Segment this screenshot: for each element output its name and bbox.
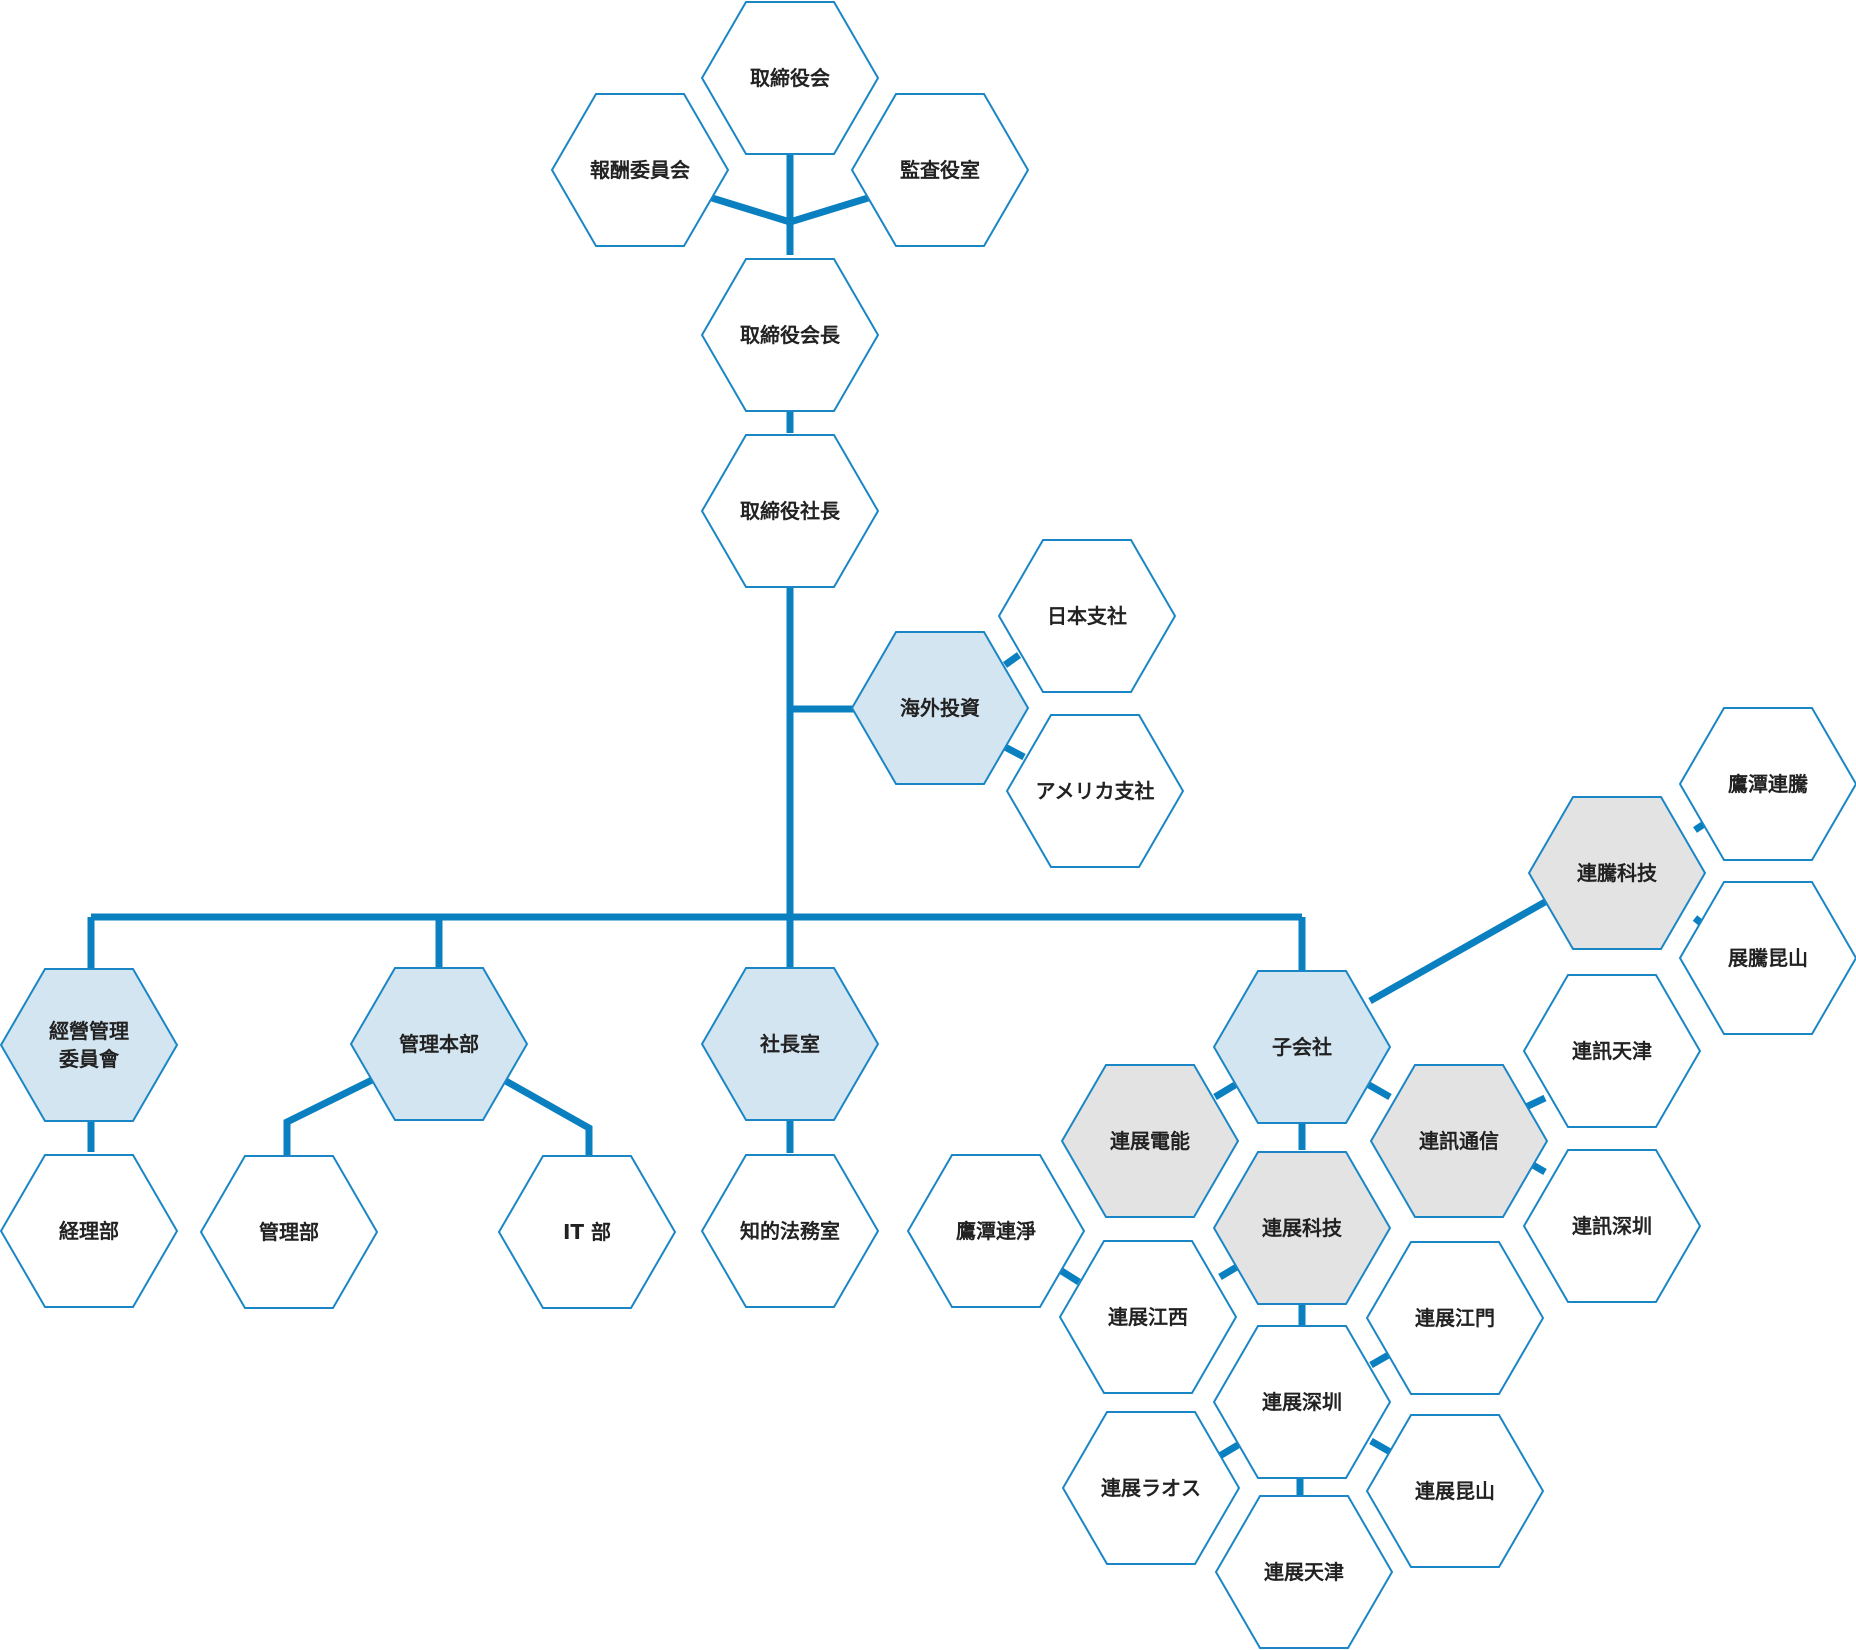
label-lianzhan-jiangxi: 連展江西: [1108, 1305, 1188, 1329]
label-lianzhan-laos: 連展ラオス: [1101, 1476, 1201, 1500]
lianzhan-power-connector: [1213, 1081, 1237, 1101]
america-connector: [1003, 743, 1026, 761]
node-admin-hq: 管理本部: [350, 967, 528, 1121]
node-lianxun-tianjin: 連訊天津: [1523, 974, 1701, 1128]
label-japan: 日本支社: [1047, 604, 1127, 628]
node-president-office: 社長室: [701, 967, 879, 1121]
admin-connector: [283, 1076, 374, 1156]
label-lianzhan-power: 連展電能: [1110, 1129, 1190, 1153]
label-america: アメリカ支社: [1036, 779, 1155, 803]
node-lianteng: 連騰科技: [1528, 796, 1706, 950]
node-lianzhan-kunshan: 連展昆山: [1366, 1414, 1544, 1568]
node-yingtan-lianteng: 鷹潭連騰: [1679, 707, 1856, 861]
node-lianzhan-tianjin: 連展天津: [1215, 1495, 1393, 1649]
node-zhanteng-kunshan: 展騰昆山: [1679, 881, 1856, 1035]
label-admin-hq: 管理本部: [399, 1032, 479, 1056]
lianteng-connector: [1368, 898, 1547, 1005]
label-lianzhan-tech: 連展科技: [1262, 1216, 1343, 1240]
node-president: 取締役社長: [701, 434, 879, 588]
label-mgmt-committee: 經營管理: [49, 1019, 129, 1043]
label-admin: 管理部: [259, 1220, 319, 1244]
label-president-office: 社長室: [759, 1032, 820, 1056]
japan-connector: [1002, 652, 1022, 668]
label-lianzhan-kunshan: 連展昆山: [1415, 1479, 1495, 1503]
node-lianzhan-laos: 連展ラオス: [1062, 1411, 1240, 1565]
it-connector: [502, 1076, 593, 1156]
compensation-connector: [710, 194, 792, 226]
lianxun-connector: [1367, 1081, 1392, 1101]
label-lianteng: 連騰科技: [1577, 861, 1658, 885]
label-it: IT 部: [563, 1220, 611, 1244]
label-president: 取締役社長: [740, 499, 841, 523]
label-yingtan-lianteng: 鷹潭連騰: [1728, 772, 1809, 796]
node-lianzhan-jiangmen: 連展江門: [1366, 1241, 1544, 1395]
label-lianxun-tianjin: 連訊天津: [1572, 1039, 1652, 1063]
lianzhan-laos-connector: [1216, 1441, 1240, 1461]
label-lianxun-shenzhen: 連訊深圳: [1572, 1214, 1652, 1238]
node-japan: 日本支社: [998, 539, 1176, 693]
label-compensation: 報酬委員会: [590, 158, 690, 182]
yingtan-lianjing-connector: [1058, 1267, 1081, 1285]
node-lianzhan-jiangxi: 連展江西: [1059, 1240, 1237, 1394]
node-chairman: 取締役会長: [701, 258, 879, 412]
connector-lines: [87, 150, 1710, 1496]
node-lianzhan-tech: 連展科技: [1213, 1151, 1391, 1305]
label-board: 取締役会: [750, 66, 830, 90]
node-accounting: 経理部: [0, 1154, 178, 1308]
node-lianzhan-shenzhen: 連展深圳: [1213, 1325, 1391, 1479]
node-audit: 監査役室: [851, 93, 1029, 247]
node-lianxun: 連訊通信: [1370, 1064, 1548, 1218]
hexagon-mgmt-committee: [0, 968, 178, 1122]
label-mgmt-committee-line2: 委員會: [58, 1047, 120, 1071]
lianzhan-kunshan-connector: [1369, 1437, 1394, 1457]
audit-connector: [788, 194, 870, 226]
label-accounting: 経理部: [59, 1219, 119, 1243]
node-board: 取締役会: [701, 1, 879, 155]
node-america: アメリカ支社: [1006, 714, 1184, 868]
label-ip-legal: 知的法務室: [740, 1219, 840, 1243]
node-overseas: 海外投資: [851, 631, 1029, 785]
node-compensation: 報酬委員会: [551, 93, 729, 247]
label-lianzhan-tianjin: 連展天津: [1264, 1560, 1344, 1584]
node-admin: 管理部: [200, 1155, 378, 1309]
node-lianzhan-power: 連展電能: [1061, 1064, 1239, 1218]
label-zhanteng-kunshan: 展騰昆山: [1728, 946, 1808, 970]
label-lianzhan-jiangmen: 連展江門: [1415, 1306, 1495, 1330]
node-it: IT 部: [498, 1155, 676, 1309]
node-subsidiaries: 子会社: [1213, 970, 1391, 1124]
node-yingtan-lianjing: 鷹潭連淨: [907, 1154, 1085, 1308]
node-lianxun-shenzhen: 連訊深圳: [1523, 1149, 1701, 1303]
node-ip-legal: 知的法務室: [701, 1154, 879, 1308]
label-subsidiaries: 子会社: [1272, 1035, 1332, 1059]
label-overseas: 海外投資: [900, 696, 980, 720]
lianxun-tianjin-connector: [1524, 1094, 1547, 1111]
label-lianzhan-shenzhen: 連展深圳: [1262, 1390, 1342, 1414]
label-yingtan-lianjing: 鷹潭連淨: [956, 1219, 1036, 1243]
label-audit: 監査役室: [900, 158, 980, 182]
label-lianxun: 連訊通信: [1419, 1129, 1499, 1153]
label-chairman: 取締役会長: [740, 323, 841, 347]
